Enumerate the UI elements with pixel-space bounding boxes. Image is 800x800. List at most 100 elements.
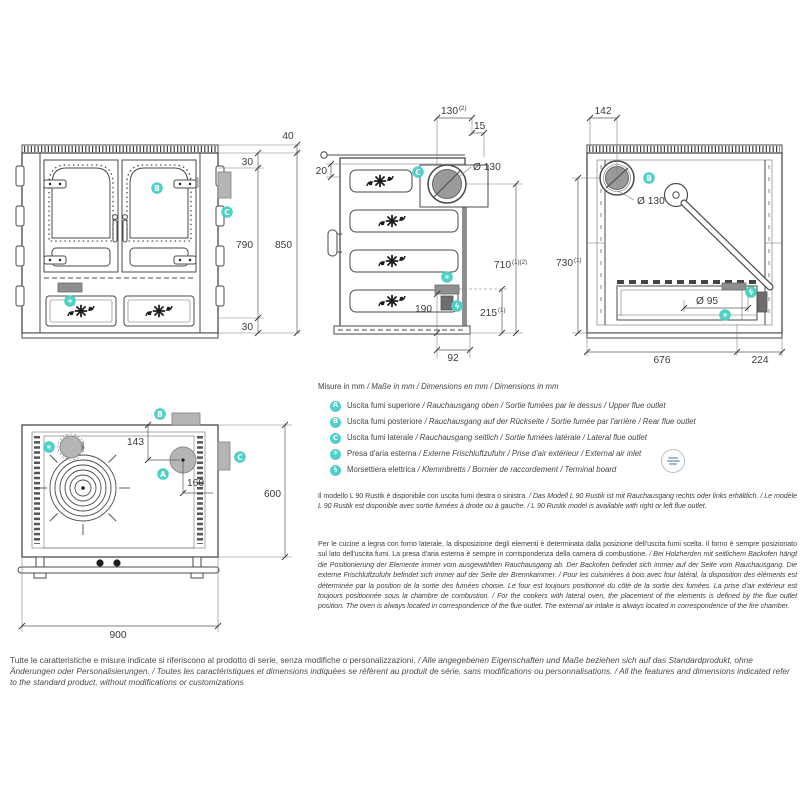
asterisk-bullet: *: [330, 449, 341, 461]
dim-side-dia130: Ø 130: [473, 162, 501, 173]
front-view: 40 30 790 850 30 B C *: [15, 131, 301, 339]
asterisk-icon: *: [722, 310, 728, 323]
top-air-opening-dashed: [57, 433, 85, 461]
dim-top-600: 600: [264, 489, 281, 500]
side-flue: [419, 164, 489, 208]
lightning-icon: ϟ: [748, 288, 753, 297]
callout-b-badge: B: [154, 408, 166, 420]
callout-air-badge: *: [43, 441, 55, 455]
callout-letter: C: [224, 208, 230, 217]
legend-item-lateral-flue: C Uscita fumi laterale / Rauchausgang se…: [330, 432, 798, 444]
legend-text-it: Morsettiera elettrica: [347, 465, 416, 475]
legend: Misure in mm / Maße in mm / Dimensions e…: [318, 382, 798, 481]
dim-side-20: 20: [316, 166, 328, 177]
callout-b-bullet: B: [330, 416, 341, 428]
callout-b-badge: B: [643, 172, 655, 184]
legend-text-it: Uscita fumi posteriore: [347, 416, 423, 426]
callout-c-bullet: C: [330, 432, 341, 444]
availability-it: Il modello L 90 Rustik è disponibile con…: [318, 492, 528, 500]
legend-item-upper-flue: A Uscita fumi superiore / Rauchausgang o…: [330, 400, 798, 412]
units-note-it: Misure in mm: [318, 382, 365, 391]
dim-rear-730-sup: (1): [574, 257, 582, 264]
callout-c-badge: C: [221, 206, 233, 218]
callout-letter: B: [154, 184, 160, 193]
legend-text: Uscita fumi laterale / Rauchausgang seit…: [347, 433, 647, 443]
disclaimer-it: Tutte le caratteristiche e misure indica…: [10, 655, 416, 665]
dim-side-215-sup: (1): [498, 307, 506, 314]
availability-translations: / Das Modell L 90 Rustik ist mit Rauchau…: [318, 492, 797, 511]
legend-text-it: Uscita fumi superiore: [347, 400, 421, 410]
dim-side-92: 92: [447, 353, 459, 364]
legend-text: Uscita fumi superiore / Rauchausgang obe…: [347, 401, 666, 411]
asterisk-icon: *: [67, 296, 73, 309]
dim-side-710: 710: [494, 260, 511, 271]
front-drawers: [45, 295, 195, 327]
legend-text: Presa d'aria esterna / Externe Frischluf…: [347, 449, 641, 459]
callout-letter: A: [160, 470, 166, 479]
dim-side-130-sup: (2): [459, 105, 467, 112]
callout-letter: C: [415, 168, 421, 177]
callout-letter: C: [237, 453, 243, 462]
callout-a-badge: A: [157, 468, 169, 480]
callout-b-badge: B: [151, 182, 163, 194]
layout-paragraph: Per le cucine a legna con forno laterale…: [318, 539, 797, 612]
disclaimer-translations: / Alle angegebenen Eigenschaften und Maß…: [10, 655, 790, 688]
legend-text: Morsettiera elettrica / Klemmbretts / Bo…: [347, 465, 616, 475]
front-lateral-flue-box: [217, 171, 232, 199]
callout-air-badge: *: [719, 309, 731, 323]
callout-air-badge: *: [441, 271, 453, 285]
legend-item-external-air: * Presa d'aria esterna / Externe Frischl…: [330, 449, 798, 461]
top-dimension-lines: [18, 421, 292, 632]
top-air-opening: [59, 435, 83, 459]
lightning-bullet: ϟ: [330, 465, 341, 477]
legend-text-translations: / Rauchausgang seitlich / Sortie fumées …: [413, 432, 647, 442]
dim-side-190: 190: [415, 304, 432, 315]
callout-electric-badge: ϟ: [745, 286, 757, 298]
dim-front-40: 40: [282, 131, 294, 142]
dim-front-30-top: 30: [242, 157, 254, 168]
dim-front-850: 850: [275, 240, 292, 251]
rear-dimension-lines: [572, 114, 786, 356]
dim-side-130: 130: [441, 106, 458, 117]
callout-letter: B: [646, 174, 652, 183]
side-view: 130 (2) 15 Ø 130 20 710 (1)(2) 190 215 (…: [316, 105, 527, 364]
front-air-duct: [57, 282, 83, 293]
top-lateral-flue-box: [217, 441, 231, 471]
dim-side-215: 215: [480, 308, 497, 319]
dim-rear-142: 142: [595, 106, 612, 117]
dim-rear-676: 676: [654, 355, 671, 366]
lightning-icon: ϟ: [454, 302, 459, 311]
callout-a-bullet: A: [330, 400, 341, 412]
technical-drawings: 40 30 790 850 30 B C *: [15, 105, 786, 366]
units-note: Misure in mm / Maße in mm / Dimensions e…: [318, 382, 798, 392]
dim-top-900: 900: [110, 630, 127, 641]
units-note-translations: / Maße in mm / Dimensions en mm / Dimens…: [364, 382, 559, 391]
dim-top-160: 160: [187, 478, 204, 489]
dim-rear-224: 224: [752, 355, 769, 366]
front-doors: [43, 159, 199, 279]
top-handle-rail: [17, 556, 220, 579]
legend-text-translations: / Externe Frischluftzufuhr / Prise d'air…: [416, 449, 642, 459]
dim-rear-730: 730: [556, 258, 573, 269]
dim-side-710-sup: (1)(2): [512, 259, 527, 266]
callout-letter: B: [157, 410, 163, 419]
legend-item-rear-flue: B Uscita fumi posteriore / Rauchausgang …: [330, 416, 798, 428]
callout-c-badge: C: [234, 451, 246, 463]
disclaimer: Tutte le caratteristiche e misure indica…: [10, 655, 792, 689]
legend-text: Uscita fumi posteriore / Rauchausgang au…: [347, 417, 696, 427]
dim-side-15: 15: [474, 121, 486, 132]
callout-air-badge: *: [64, 295, 76, 309]
asterisk-icon: *: [444, 272, 450, 285]
availability-paragraph: Il modello L 90 Rustik è disponibile con…: [318, 491, 797, 512]
hob-rings: [36, 441, 130, 535]
top-view: 143 160 600 900 B C A *: [17, 408, 292, 641]
legend-text-translations: / Rauchausgang oben / Sortie fumées par …: [420, 400, 666, 410]
dim-rear-dia130: Ø 130: [637, 196, 665, 207]
front-dimension-lines: [218, 141, 301, 337]
dim-top-143: 143: [127, 437, 144, 448]
side-air-inlet: [434, 284, 460, 311]
legend-text-it: Uscita fumi laterale: [347, 432, 414, 442]
dim-front-30-bottom: 30: [242, 322, 254, 333]
certification-stamp-icon: [661, 449, 685, 473]
rear-view: 142 Ø 130 730 (1) Ø 95 676 224 B ϟ *: [556, 106, 786, 366]
